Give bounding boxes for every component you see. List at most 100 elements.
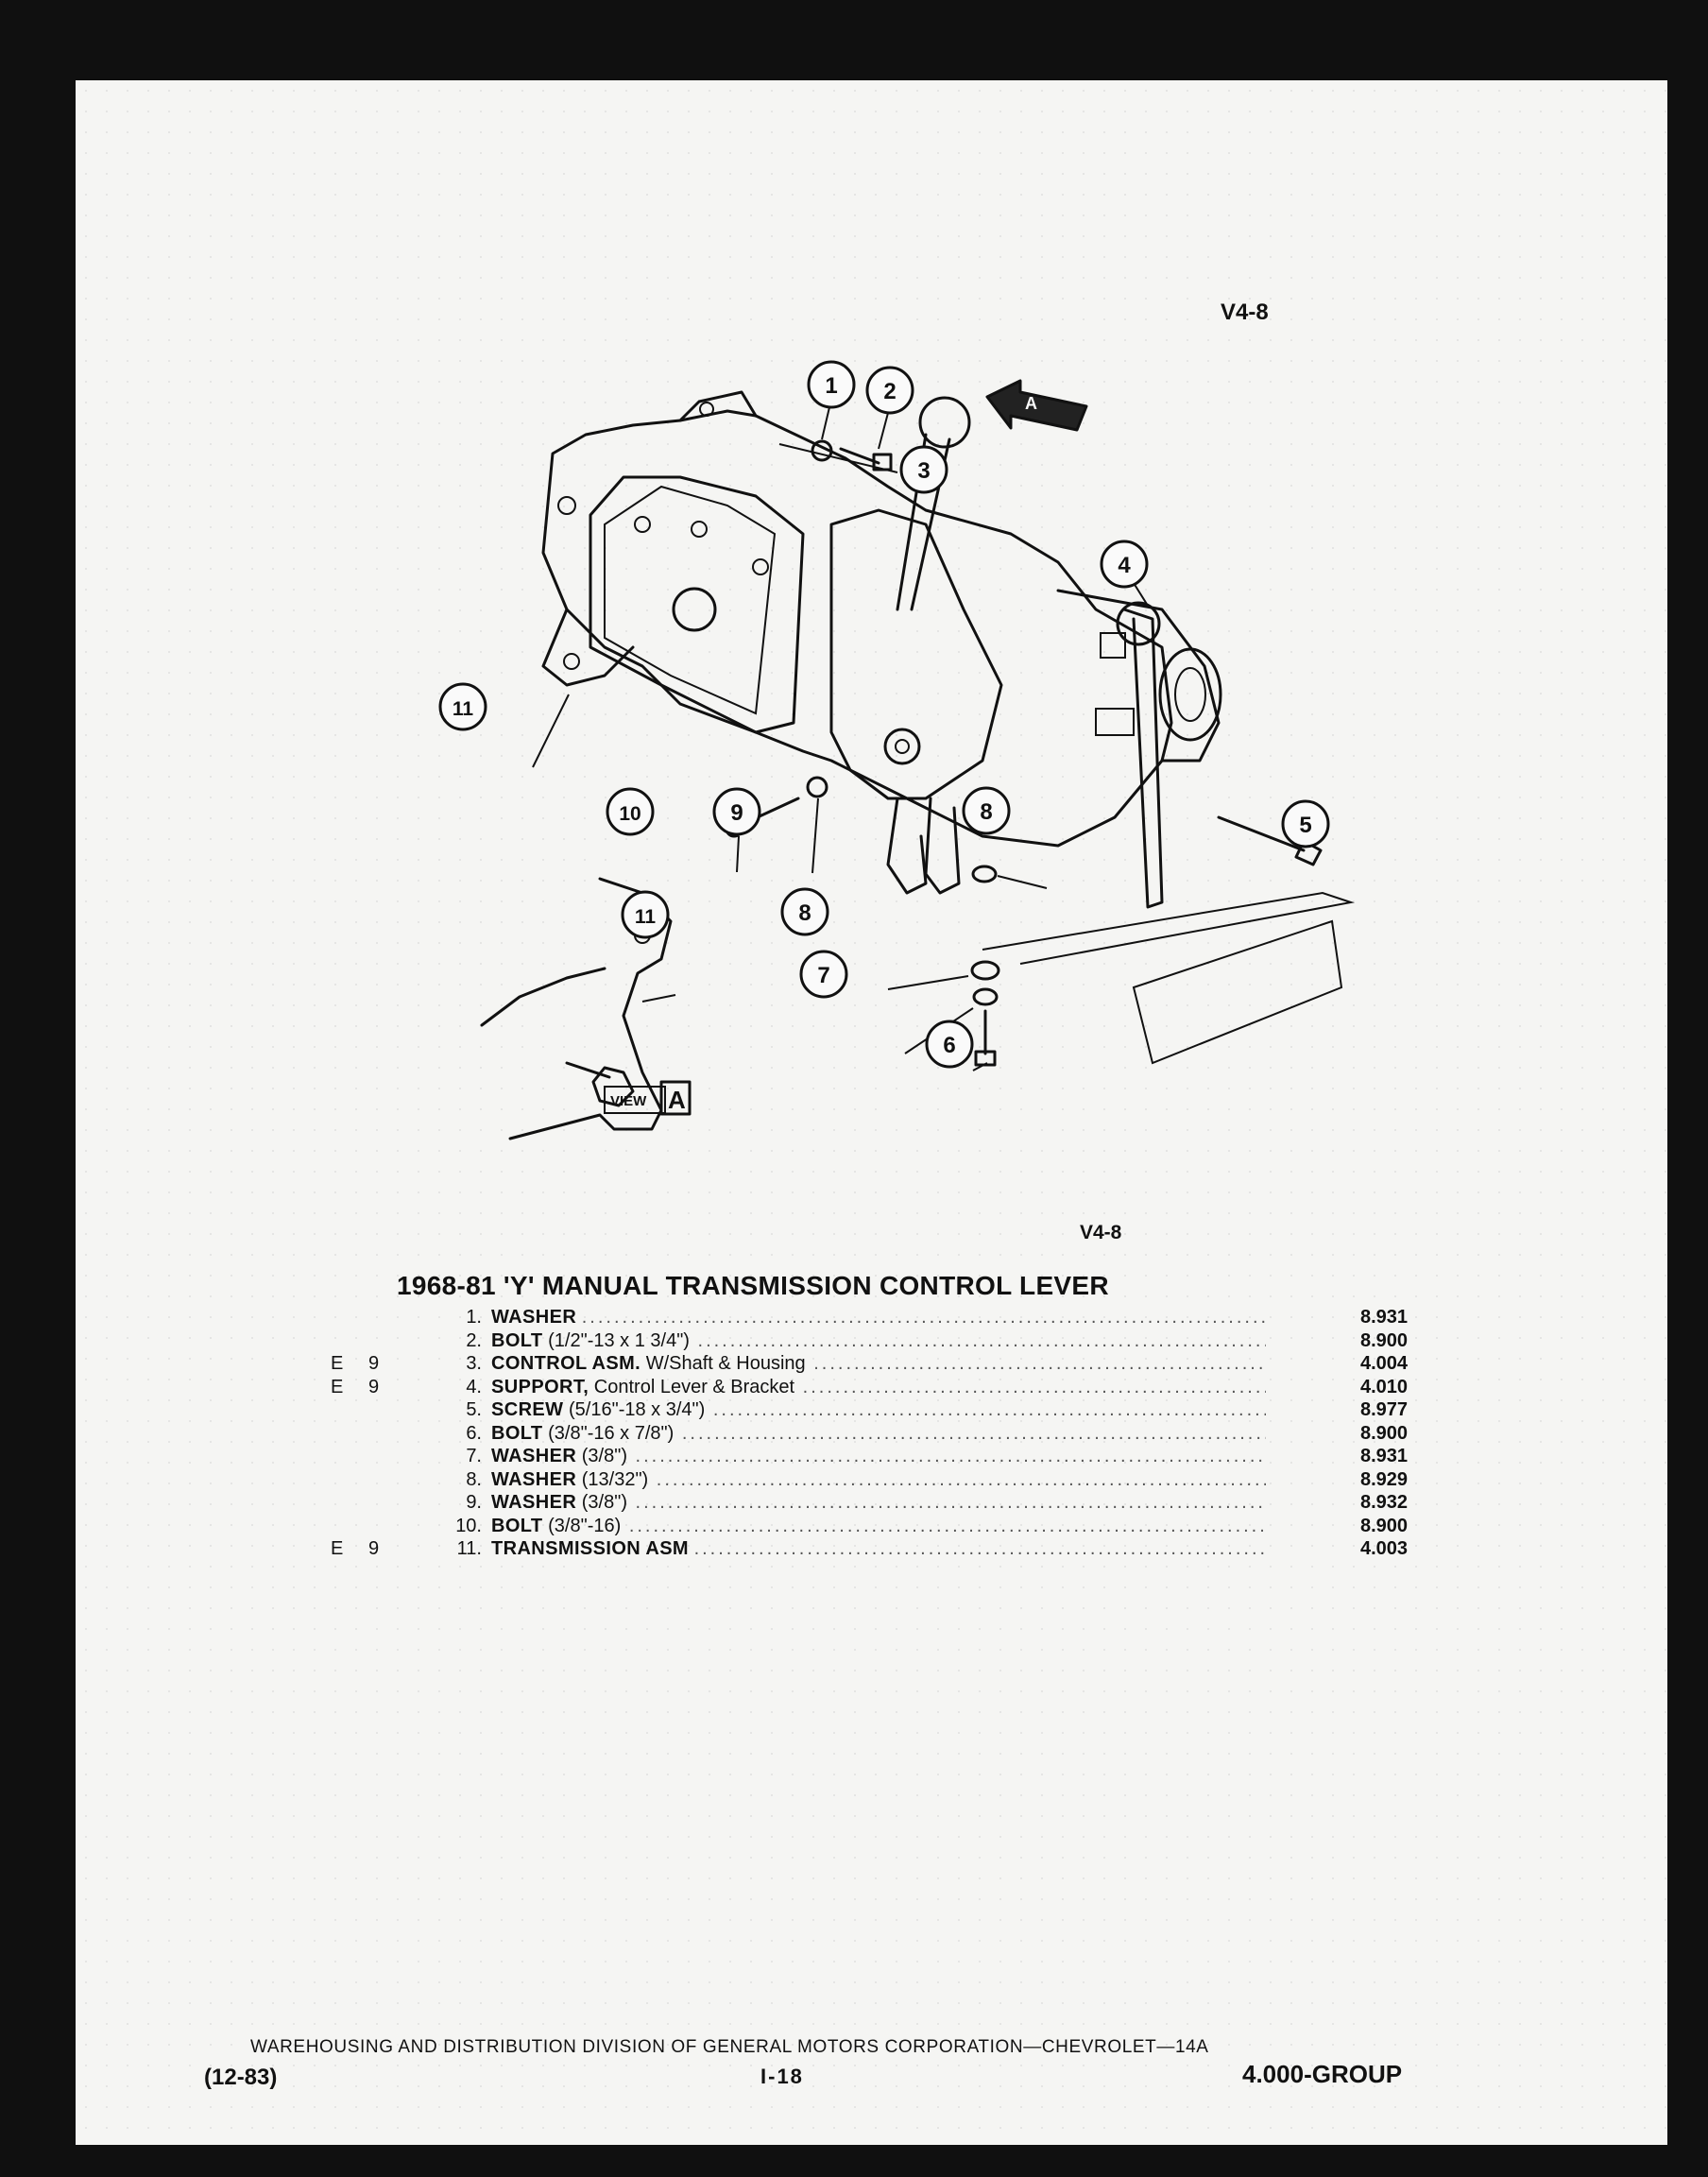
part-group-value: 4.003 (1360, 1538, 1409, 1559)
part-group-value: 8.929 (1360, 1468, 1409, 1490)
gearbox-cover (589, 475, 805, 734)
side-hole (557, 496, 576, 515)
control-pivot-inner (895, 739, 910, 754)
svg-text:11: 11 (635, 906, 657, 928)
bolt-5-head (1294, 839, 1323, 866)
part-number: 11. (456, 1538, 482, 1559)
part-description: BOLT (3/8"-16 x 7/8") ..................… (491, 1423, 1266, 1445)
mount-ear (541, 608, 635, 687)
cover-boss (672, 587, 717, 632)
part-name: SCREW (491, 1399, 564, 1420)
washer-9 (806, 776, 828, 798)
control-housing (829, 508, 1003, 800)
cover-bolt-1 (634, 516, 651, 533)
bolt-2-head (872, 453, 893, 471)
mount-hole (563, 653, 580, 670)
tailshaft-inner (1174, 667, 1206, 722)
part-detail: (3/8") (581, 1492, 627, 1513)
part-detail: W/Shaft & Housing (645, 1353, 806, 1374)
leader-dots: ........................................… (581, 1307, 1266, 1328)
callout-2: 2 (865, 366, 914, 415)
part-group-value: 4.004 (1360, 1353, 1409, 1374)
view-a-bolt (565, 1061, 611, 1079)
svg-text:11: 11 (453, 698, 474, 720)
leader-dots: ........................................… (635, 1446, 1266, 1466)
callout-5: 5 (1281, 799, 1330, 849)
svg-text:3: 3 (917, 458, 930, 484)
part-name: BOLT (491, 1329, 543, 1351)
document-page: A VIEW A 1 2 (76, 80, 1667, 2145)
part-group-value: 8.900 (1360, 1329, 1409, 1351)
bolt-2-part (839, 447, 880, 465)
washer-7 (972, 987, 999, 1006)
part-number: 8. (466, 1468, 482, 1490)
part-group-value: 4.010 (1360, 1376, 1409, 1397)
part-group-value: 8.977 (1360, 1399, 1409, 1420)
part-code-e: E (331, 1538, 344, 1559)
callout-10: 10 (606, 787, 655, 836)
parts-row: 2.BOLT (1/2"-13 x 1 3/4") ..............… (227, 1330, 1502, 1354)
part-description: SUPPORT, Control Lever & Bracket .......… (491, 1377, 1266, 1398)
part-number: 10. (455, 1515, 482, 1536)
part-detail: (5/16"-18 x 3/4") (569, 1399, 706, 1420)
part-detail: (13/32") (581, 1468, 649, 1490)
part-number: 7. (466, 1446, 482, 1466)
leader-dots: ........................................… (813, 1353, 1266, 1374)
part-name: CONTROL ASM. (491, 1353, 641, 1374)
parts-row: 6.BOLT (3/8"-16 x 7/8") ................… (227, 1423, 1502, 1447)
part-name: BOLT (491, 1515, 543, 1536)
part-group-value: 8.931 (1360, 1307, 1409, 1328)
part-name: SUPPORT, (491, 1376, 589, 1397)
view-a-nut (591, 1066, 635, 1107)
callout-9: 9 (712, 787, 761, 836)
top-hole (699, 402, 714, 417)
part-name: BOLT (491, 1422, 543, 1444)
part-group-value: 8.931 (1360, 1446, 1409, 1466)
control-pivot (883, 728, 921, 765)
part-description: WASHER (13/32") ........................… (491, 1469, 1266, 1491)
callout-7: 7 (799, 950, 848, 999)
part-code-group: 9 (368, 1376, 380, 1397)
tailshaft-opening (1158, 647, 1222, 742)
parts-row: 8. WASHER (13/32") ......................… (227, 1469, 1502, 1493)
parts-row: 10. BOLT (3/8"-16) ......................… (227, 1516, 1502, 1539)
arrow-label: A (1025, 394, 1037, 413)
part-name: WASHER (491, 1446, 577, 1466)
part-description: WASHER (3/8") ..........................… (491, 1492, 1266, 1514)
shift-arm-2 (924, 797, 961, 895)
washer-8-b (970, 960, 1000, 981)
part-description: WASHER (3/8") ..........................… (491, 1446, 1266, 1467)
leader-dots: ........................................… (697, 1329, 1267, 1351)
view-arrow (985, 379, 1088, 432)
parts-row: 1. WASHER ...............................… (227, 1307, 1502, 1330)
part-number: 5. (466, 1399, 482, 1420)
washer-8-a (971, 865, 998, 883)
top-ear (678, 390, 758, 422)
part-description: BOLT (1/2"-13 x 1 3/4") ................… (491, 1330, 1266, 1352)
part-name: TRANSMISSION ASM (491, 1538, 689, 1559)
leader-lines (532, 406, 1322, 1071)
callout-8-upper: 8 (962, 786, 1011, 835)
part-code-e: E (331, 1353, 344, 1374)
part-name: WASHER (491, 1307, 577, 1328)
view-label-box (604, 1086, 666, 1114)
parts-row: 5.SCREW (5/16"-18 x 3/4") ..............… (227, 1399, 1502, 1423)
leader-dots: ........................................… (628, 1515, 1266, 1536)
part-name: WASHER (491, 1492, 577, 1513)
callout-11-main: 11 (438, 682, 487, 731)
part-detail: (3/8"-16) (548, 1515, 622, 1536)
support-block (1100, 632, 1126, 659)
view-letter: A (668, 1086, 686, 1114)
svg-text:9: 9 (730, 800, 743, 826)
leader-dots: ........................................… (802, 1376, 1266, 1397)
part-description: BOLT (3/8"-16) .........................… (491, 1516, 1266, 1537)
svg-text:7: 7 (817, 963, 829, 988)
part-description: CONTROL ASM. W/Shaft & Housing .........… (491, 1353, 1266, 1375)
part-name: WASHER (491, 1468, 577, 1490)
footer-group: 4.000-GROUP (1242, 2060, 1403, 2088)
svg-text:6: 6 (943, 1033, 955, 1058)
view-letter-box (659, 1080, 692, 1116)
part-number: 1. (466, 1307, 482, 1328)
